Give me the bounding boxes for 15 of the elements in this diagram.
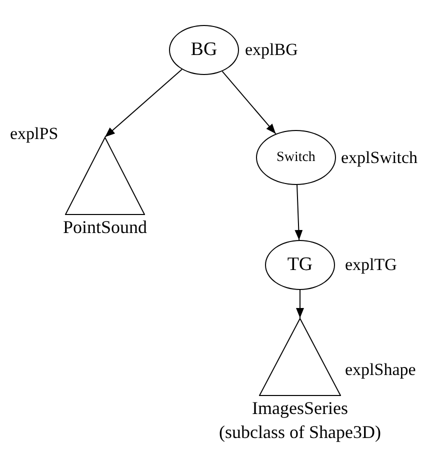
arrow — [222, 70, 276, 134]
arrow — [294, 184, 303, 240]
annotation-label: explSwitch — [341, 147, 418, 169]
arrow — [296, 290, 304, 318]
node-label: Switch — [276, 149, 316, 167]
arrow — [104, 68, 182, 138]
node-label: ImagesSeries — [252, 397, 348, 420]
node-label: TG — [287, 252, 313, 277]
node-label: PointSound — [62, 216, 148, 239]
node-label: (subclass of Shape3D) — [219, 421, 381, 444]
node-label: BG — [190, 38, 218, 62]
annotation-label: explTG — [345, 254, 397, 276]
annotation-label: explBG — [245, 39, 298, 61]
annotation-label: explPS — [10, 123, 58, 145]
annotation-label: explShape — [345, 359, 416, 381]
